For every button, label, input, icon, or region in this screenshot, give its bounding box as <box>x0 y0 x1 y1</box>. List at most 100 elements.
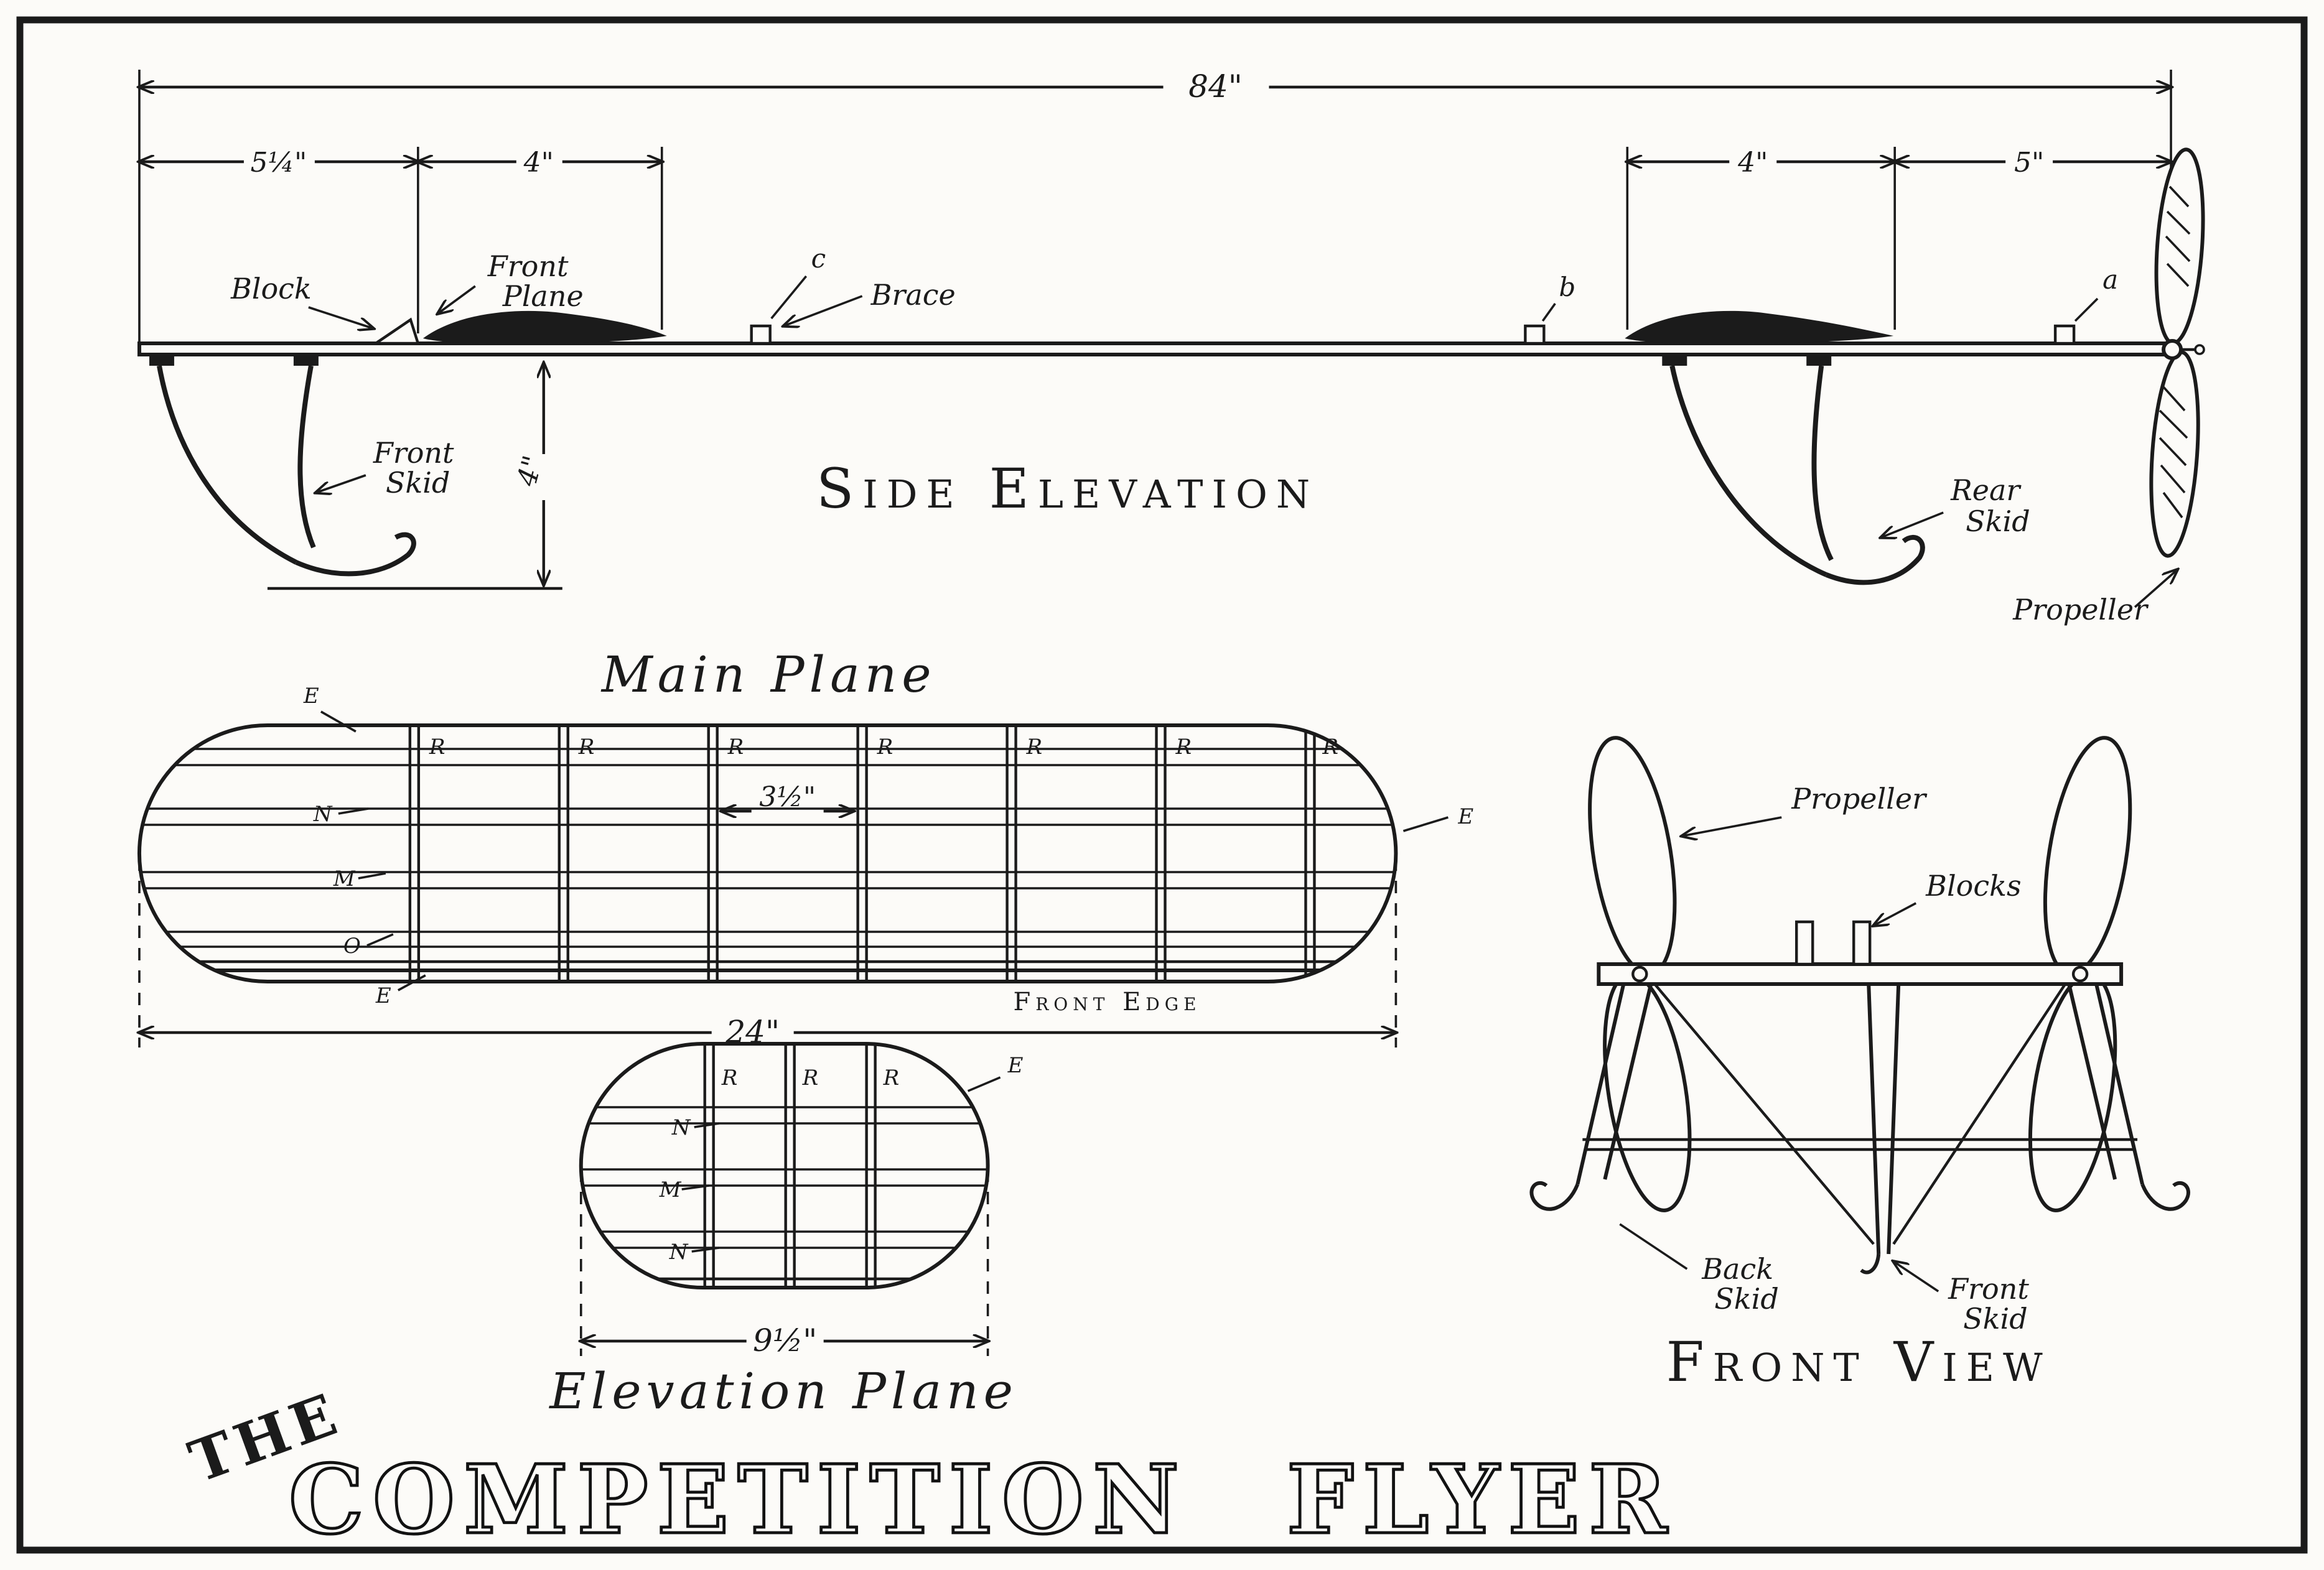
front-view-section: Propeller Blocks Back Skid <box>1529 736 2190 1394</box>
main-plane-title: Main Plane <box>600 646 936 704</box>
point-b-label: b <box>1559 272 1575 302</box>
rib-label: R <box>877 735 894 759</box>
rib-label: R <box>883 1066 900 1090</box>
front-edge-label: Front Edge <box>1013 988 1201 1016</box>
rib-label: R <box>1322 735 1338 759</box>
rib-label: R <box>1175 735 1192 759</box>
rib-label: R <box>721 1066 738 1090</box>
brace-c <box>750 324 772 345</box>
label-o: O <box>343 934 361 959</box>
front-plane-label-line2: Plane <box>502 279 584 313</box>
brace-b <box>1524 324 1546 345</box>
dimension-skid-height: 4" <box>511 363 549 585</box>
front-skid <box>156 365 562 590</box>
dim-left-2-label: 4" <box>523 147 554 179</box>
brace-label: Brace <box>870 278 956 312</box>
rear-plane-airfoil <box>1625 310 1894 344</box>
right-hub <box>2071 965 2089 983</box>
front-view-caption: Front View <box>1666 1330 2051 1394</box>
rear-skid-label-line1: Rear <box>1950 473 2022 507</box>
rib-label: R <box>1026 735 1043 759</box>
back-skid-label-line2: Skid <box>1714 1282 1779 1316</box>
dim-elevation-span-label: 9½" <box>753 1322 817 1359</box>
back-skid-label-line1: Back <box>1701 1252 1773 1286</box>
label-m: M <box>333 866 356 891</box>
rib-label: R <box>429 735 446 759</box>
propeller-label: Propeller <box>1791 782 1928 815</box>
block-label: Block <box>230 272 312 305</box>
elevation-plane-structure <box>581 1044 988 1288</box>
front-skid-label-line1: Front <box>373 436 454 470</box>
rear-skid <box>1669 365 1925 585</box>
rib-label: R <box>727 735 744 759</box>
right-propeller <box>2028 736 2132 1212</box>
front-plane-airfoil <box>422 310 667 344</box>
propeller-side-view <box>2149 147 2205 558</box>
main-plane-section: Main Plane R R <box>137 646 1473 1050</box>
propeller-side-label: Propeller <box>2012 570 2177 626</box>
mounting-block <box>371 317 420 345</box>
front-skid-label-line2: Skid <box>1963 1302 2028 1335</box>
front-skid-label: Front Skid <box>316 436 454 499</box>
side-elevation-caption: Side Elevation <box>816 457 1318 521</box>
front-view-blocks-label: Blocks <box>1874 869 2022 926</box>
edge-label: E <box>1007 1053 1024 1078</box>
label-n2: N <box>669 1240 689 1265</box>
fuselage <box>137 341 2173 366</box>
elevation-plane-spar-labels: N M N <box>659 1115 719 1265</box>
point-c-leader <box>770 275 808 320</box>
brace-a <box>2053 324 2076 345</box>
braces: c Brace b a <box>750 243 2118 345</box>
elevation-plane-rib-labels: R R R <box>721 1066 900 1090</box>
block-left <box>1795 920 1814 966</box>
title-block: THE COMPETITION FLYER <box>181 1380 1676 1557</box>
front-skid-label-line2: Skid <box>386 466 450 499</box>
left-hub <box>1631 965 1648 983</box>
dim-rib-spacing-label: 3½" <box>759 781 816 813</box>
propeller-label: Propeller <box>2012 593 2149 626</box>
blocks-label: Blocks <box>1925 869 2021 903</box>
motor-bar <box>1597 962 2124 986</box>
main-plane-outline <box>138 723 1398 983</box>
front-skid-label-front-view: Front Skid <box>1893 1261 2029 1335</box>
block-leader <box>308 306 373 328</box>
main-plane-rib-labels: R R R R R R R <box>429 735 1338 759</box>
rear-skid-label: Rear Skid <box>1881 473 2030 538</box>
undercarriage <box>1529 983 2190 1275</box>
edge-label: E <box>303 684 319 708</box>
dimension-row: 5¼" 4" 4" 5" <box>139 147 2171 179</box>
dim-left-1-label: 5¼" <box>250 147 307 179</box>
edge-label: E <box>1457 804 1473 829</box>
brace-leader <box>784 295 863 326</box>
label-n: N <box>313 802 333 827</box>
point-c-label: c <box>811 243 826 274</box>
title-main: COMPETITION FLYER <box>289 1444 1676 1555</box>
front-skid-label-line1: Front <box>1948 1272 2029 1306</box>
back-skid-label: Back Skid <box>1619 1223 1779 1316</box>
front-plane-label: Front Plane <box>438 249 584 314</box>
block-right <box>1852 920 1872 966</box>
main-plane-structure <box>139 725 1396 982</box>
elevation-plane-caption: Elevation Plane <box>548 1362 1018 1420</box>
label-m: M <box>659 1178 682 1202</box>
dimension-rib-spacing: 3½" <box>722 781 854 813</box>
elevation-plane-section: R R R E N M N 9½" Elevation Plane <box>548 1042 1024 1420</box>
front-plane-label-line1: Front <box>487 249 569 283</box>
point-b-leader <box>1541 302 1556 322</box>
dimension-elevation-span: 9½" <box>581 1169 988 1359</box>
elevation-plane-edge-label: E <box>967 1053 1024 1092</box>
witness-lines <box>138 70 2172 342</box>
rib-label: R <box>578 735 595 759</box>
dim-skid-height-label: 4" <box>511 452 549 490</box>
edge-label: E <box>375 983 391 1008</box>
dim-right-1-label: 4" <box>1737 147 1768 179</box>
point-a-leader <box>2074 297 2099 322</box>
dim-overall-label: 84" <box>1188 68 1243 105</box>
dimension-main-span: 24" Front Edge <box>139 858 1396 1050</box>
dimension-overall: 84" <box>139 68 2171 105</box>
point-a-label: a <box>2102 264 2118 295</box>
front-view-propeller-label: Propeller <box>1682 782 1928 836</box>
page-border-frame <box>16 16 2308 1554</box>
